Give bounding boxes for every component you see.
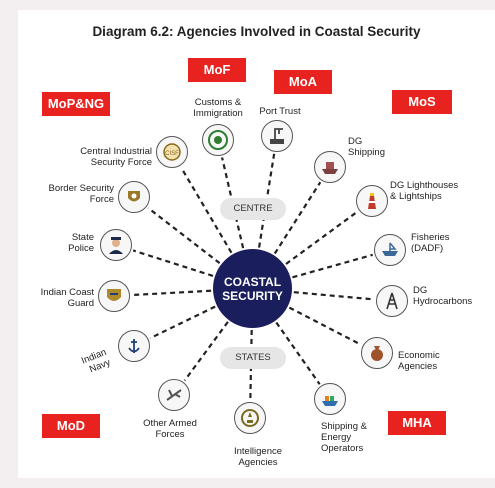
spoke-line [273,181,322,255]
bsf-label: Border Security Force [28,183,114,205]
economic-label-line1: Economic [398,350,440,361]
state-police-label: State Police [38,232,94,254]
spoke-line [149,305,216,340]
state-police-label-line1: State [71,232,94,243]
port-trust-crane-icon [261,120,293,152]
hub-line-2: SECURITY [222,288,283,303]
port-trust-label: Port Trust [259,106,301,117]
ministry-moa: MoA [274,70,332,94]
intelligence-label-line2: Agencies [238,457,278,468]
intelligence-label: Intelligence Agencies [220,446,296,468]
customs-label: Customs & Immigration [186,97,250,119]
ministry-mopng: MoP&NG [42,92,110,116]
centre-pill: CENTRE [220,198,286,220]
fisheries-label: Fisheries (DADF) [411,232,450,254]
dg-lighthouses-lighthouse-icon [356,185,388,217]
state-police-label-line2: Police [68,243,94,254]
dg-lighthouses-label: DG Lighthouses & Lightships [390,180,458,202]
ministry-mof: MoF [188,58,246,82]
bsf-crest-icon [118,181,150,213]
spoke-line [180,166,233,254]
shipping-energy-cargo-ship-icon [314,383,346,415]
spoke-line [249,329,253,401]
dg-hydrocarbons-label: DG Hydrocarbons [413,285,472,307]
dg-shipping-label: DG Shipping [348,136,385,158]
coast-guard-crest-icon [98,280,130,312]
spoke-line [275,321,321,385]
spoke-line [285,210,359,265]
shipping-energy-label-line2: Energy [321,432,352,443]
dg-hydrocarbons-label-line1: DG [413,285,428,296]
dg-shipping-ship-icon [314,151,346,183]
states-pill: STATES [220,347,286,369]
customs-label-line2: Immigration [193,108,243,119]
cisf-label-line2: Security Force [90,157,152,168]
indian-navy-anchor-crest-icon [118,330,150,362]
coast-guard-label-line1: Indian Coast [40,287,94,298]
spoke-line [132,249,214,277]
other-forces-label-line2: Forces [155,429,185,440]
customs-label-line1: Customs & [194,97,242,108]
intelligence-seal-icon [234,402,266,434]
fisheries-label-line1: Fisheries [411,232,450,243]
dg-shipping-label-line2: Shipping [348,147,385,158]
fisheries-label-line2: (DADF) [411,243,444,254]
dg-hydrocarbons-label-line2: Hydrocarbons [413,296,473,307]
coast-guard-label-line2: Guard [67,298,94,309]
shipping-energy-label-line3: Operators [321,443,364,454]
bsf-label-line2: Force [89,194,114,205]
coastal-security-hub: COASTAL SECURITY [213,249,292,328]
shipping-energy-label: Shipping & Energy Operators [321,421,367,454]
diagram-title: Diagram 6.2: Agencies Involved in Coasta… [92,24,421,39]
ministry-mod: MoD [42,414,100,438]
other-forces-label-line1: Other Armed [143,418,197,429]
spoke-line [293,291,375,301]
svg-text:CISF: CISF [165,151,179,157]
spoke-line [147,207,221,265]
intelligence-label-line1: Intelligence [233,446,283,457]
cisf-crest-icon: CISF [156,136,188,168]
spoke-line [292,253,373,279]
other-forces-label: Other Armed Forces [132,418,208,440]
cisf-label: Central Industrial Security Force [48,146,152,168]
ministry-mos: MoS [392,90,452,114]
dg-lighthouses-label-line2: & Lightships [390,191,442,202]
dg-lighthouses-label-line1: DG Lighthouses [390,180,459,191]
bsf-label-line1: Border Security [48,183,114,194]
shipping-energy-label-line1: Shipping & [321,421,367,432]
coast-guard-label: Indian Coast Guard [20,287,94,309]
spoke-line [131,289,212,297]
ministry-mha: MHA [388,411,446,435]
economic-money-bag-icon [361,337,393,369]
economic-label-line2: Agencies [398,361,438,372]
customs-emblem-icon [202,124,234,156]
fisheries-boat-icon [374,234,406,266]
other-forces-jet-icon [158,379,190,411]
cisf-label-line1: Central Industrial [80,146,152,157]
dg-hydrocarbons-rig-icon [376,285,408,317]
state-police-officer-icon [100,229,132,261]
diagram-frame: Diagram 6.2: Agencies Involved in Coasta… [18,10,495,478]
spoke-line [183,321,229,382]
spoke-line [288,306,362,346]
economic-label: Economic Agencies [398,350,440,372]
hub-line-1: COASTAL [223,274,282,289]
dg-shipping-label-line1: DG [348,136,363,147]
